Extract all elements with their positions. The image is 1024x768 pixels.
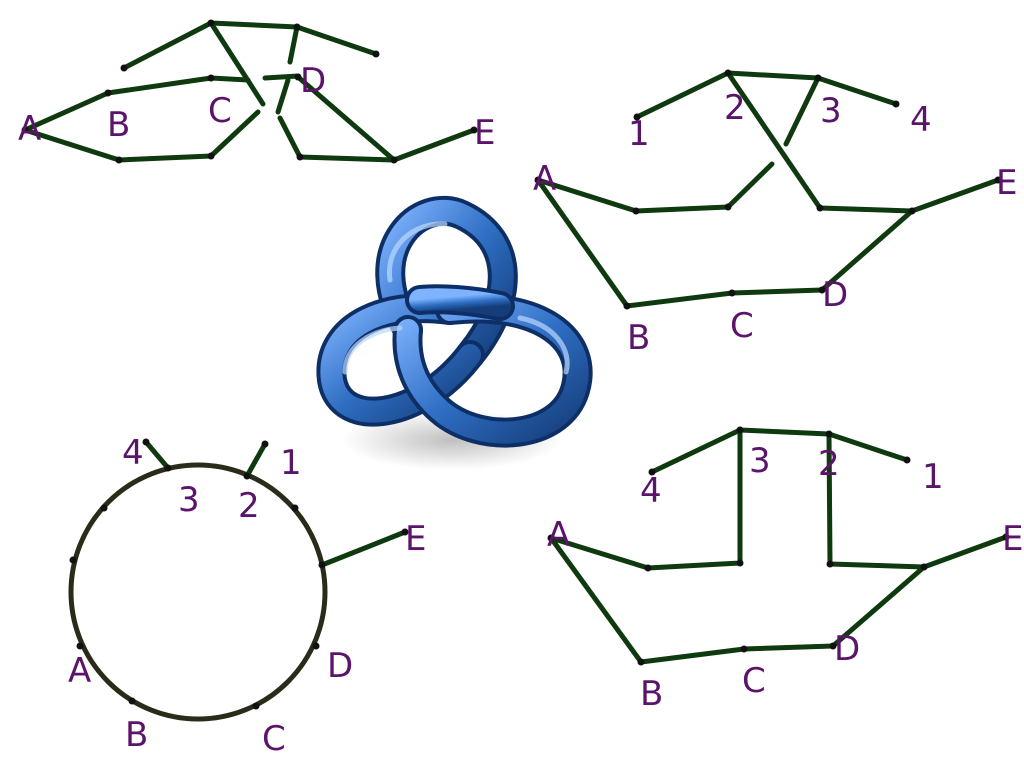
label-3: 3 xyxy=(178,480,200,520)
label-3: 3 xyxy=(749,441,771,481)
diagram-bottom-right: 4 3 2 1 A B C D E xyxy=(547,426,1023,714)
label-D: D xyxy=(327,646,353,686)
diagram-bottom-right-vertices xyxy=(547,426,1010,666)
label-D: D xyxy=(834,629,860,669)
label-E: E xyxy=(405,519,426,559)
label-B: B xyxy=(107,105,130,145)
trefoil-knot-icon xyxy=(316,195,593,470)
diagram-top-right-vertices xyxy=(534,69,1002,310)
label-A: A xyxy=(68,651,91,691)
label-2: 2 xyxy=(724,88,746,128)
label-C: C xyxy=(262,719,286,759)
diagram-bottom-left-vertices xyxy=(69,438,409,710)
label-4: 4 xyxy=(910,100,932,140)
label-A: A xyxy=(547,515,570,555)
label-B: B xyxy=(640,674,663,714)
label-D: D xyxy=(300,61,326,101)
diagram-top-left: A B C D E xyxy=(18,19,495,164)
diagram-bottom-left-circle xyxy=(68,462,328,722)
label-3: 3 xyxy=(820,91,842,131)
diagram-top-left-edges xyxy=(22,20,477,163)
label-B: B xyxy=(125,715,148,755)
label-D: D xyxy=(822,275,848,315)
label-E: E xyxy=(996,163,1017,203)
diagram-top-right: 1 2 3 4 A B C D E xyxy=(533,69,1017,358)
label-4: 4 xyxy=(640,471,662,511)
label-2: 2 xyxy=(238,486,260,526)
label-A: A xyxy=(18,109,41,149)
label-1: 1 xyxy=(280,443,302,483)
label-C: C xyxy=(742,661,766,701)
label-B: B xyxy=(627,318,650,358)
label-1: 1 xyxy=(628,114,650,154)
diagram-bottom-left: 4 3 2 1 E A B C D xyxy=(68,433,426,759)
label-2: 2 xyxy=(818,444,840,484)
label-1: 1 xyxy=(922,457,944,497)
label-E: E xyxy=(1002,519,1023,559)
label-4: 4 xyxy=(122,433,144,473)
diagram-bottom-left-edges xyxy=(143,439,408,568)
diagram-top-left-vertices xyxy=(21,19,478,164)
label-C: C xyxy=(208,91,232,131)
label-C: C xyxy=(730,306,754,346)
label-E: E xyxy=(474,113,495,153)
label-A: A xyxy=(533,159,556,199)
